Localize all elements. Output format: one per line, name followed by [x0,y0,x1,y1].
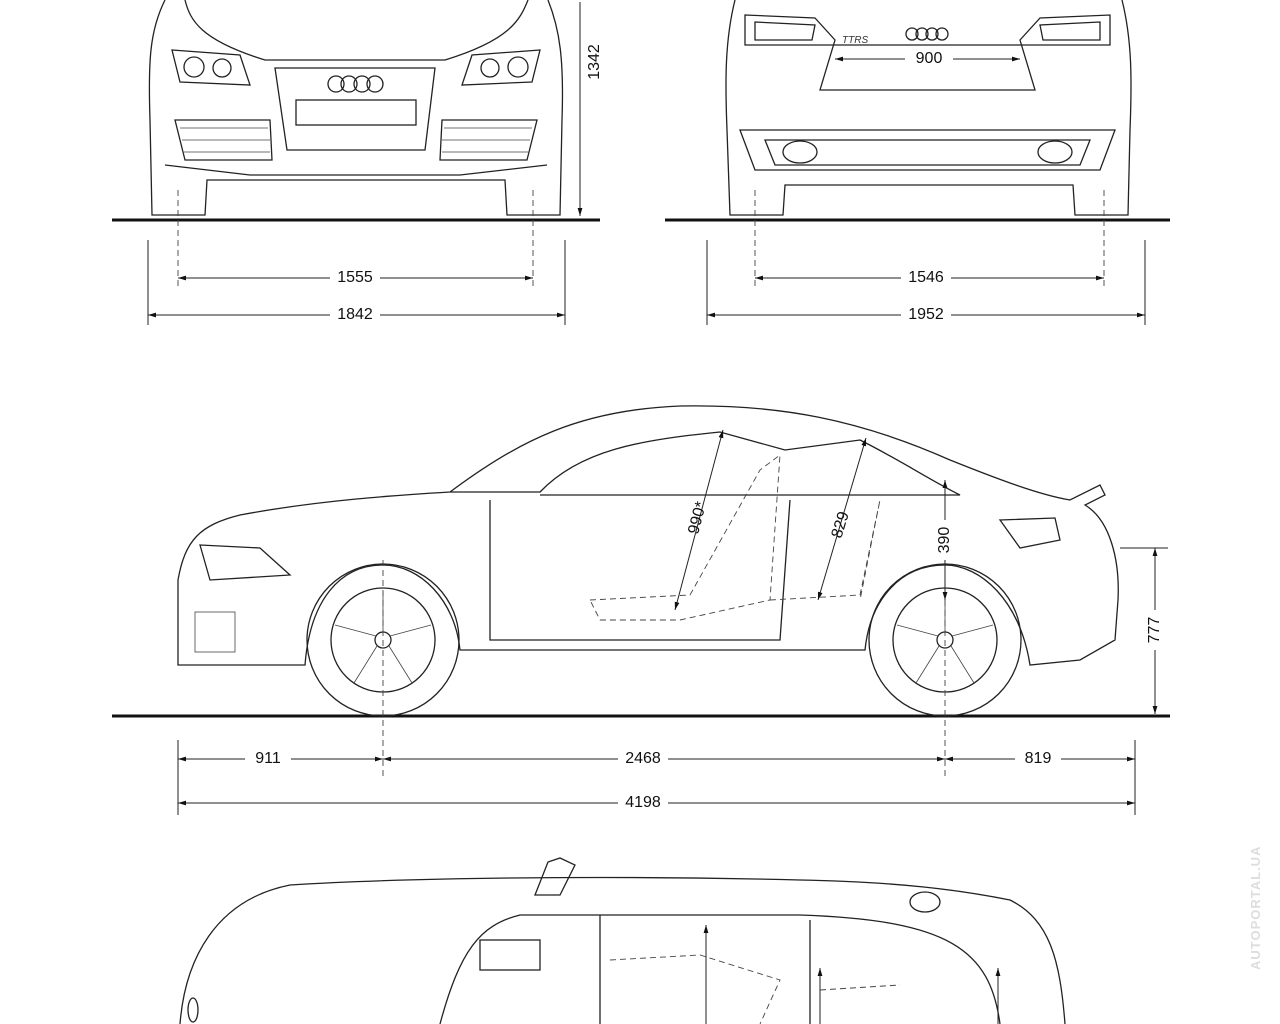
rear-body-outline [725,0,1132,216]
top-view [179,857,1066,1024]
front-width-label: 1842 [337,306,373,323]
rear-headroom-label: 829 [829,510,853,541]
rear-view: TTRS 900 1546 1952 [665,0,1170,325]
side-body-outline [177,405,1119,666]
rear-track-label: 1546 [908,269,944,286]
top-body-outline [179,876,1066,1024]
front-track-label: 1555 [337,269,373,286]
mirror [534,857,576,896]
front-grille [274,67,436,151]
side-view: 911 2468 819 4198 777 990* 829 390 [112,405,1170,815]
front-headroom-label: 990* [685,500,710,536]
front-overhang-label: 911 [255,750,281,767]
rear-width-label: 1952 [908,306,944,323]
rear-badge: TTRS [842,35,868,46]
front-body-outline [148,0,564,216]
watermark: AUTOPORTAL.UA [1248,845,1263,970]
height-label: 1342 [586,44,603,80]
length-label: 4198 [625,794,661,811]
trunk-height-label: 390 [936,527,953,554]
wheelbase-label: 2468 [625,750,661,767]
front-view: 1555 1842 1342 [112,0,604,325]
trunk-width-label: 900 [916,50,943,67]
bumper-height-label: 777 [1146,617,1163,644]
rear-overhang-label: 819 [1025,750,1052,767]
